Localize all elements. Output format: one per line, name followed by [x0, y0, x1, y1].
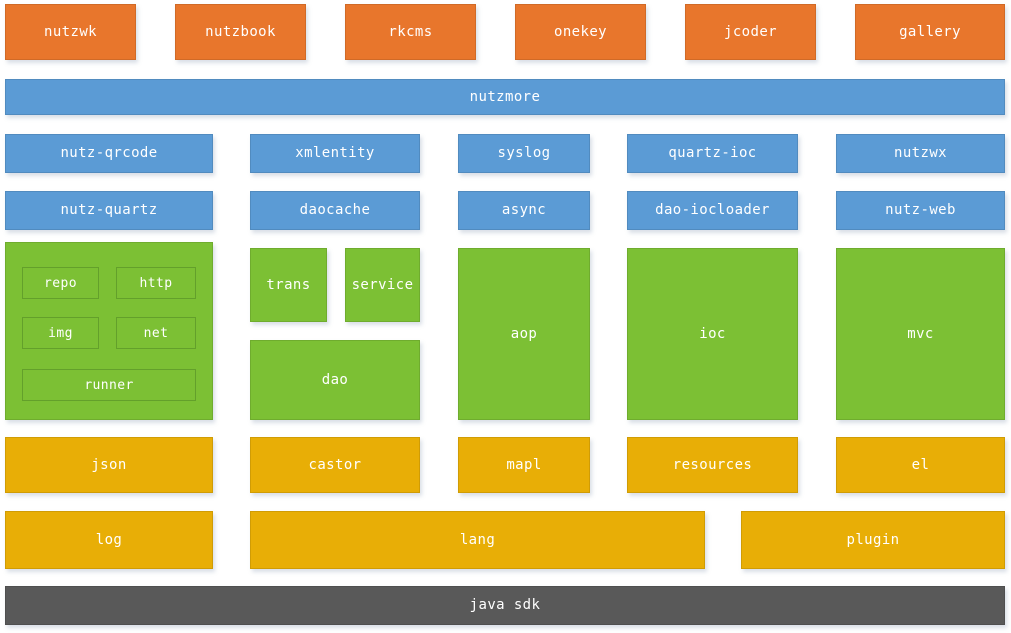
node-lang: lang: [250, 511, 705, 569]
node-net: net: [116, 317, 196, 349]
node-ioc: ioc: [627, 248, 798, 420]
node-nutzwx: nutzwx: [836, 134, 1005, 173]
node-plugin: plugin: [741, 511, 1005, 569]
node-resources: resources: [627, 437, 798, 493]
node-service: service: [345, 248, 420, 322]
node-nutz-web: nutz-web: [836, 191, 1005, 230]
node-gallery: gallery: [855, 4, 1005, 60]
node-mapl: mapl: [458, 437, 590, 493]
node-mvc: mvc: [836, 248, 1005, 420]
node-castor: castor: [250, 437, 420, 493]
node-log: log: [5, 511, 213, 569]
node-xmlentity: xmlentity: [250, 134, 420, 173]
node-nutzwk: nutzwk: [5, 4, 136, 60]
node-daocache: daocache: [250, 191, 420, 230]
node-nutz-quartz: nutz-quartz: [5, 191, 213, 230]
node-quartz-ioc: quartz-ioc: [627, 134, 798, 173]
node-json: json: [5, 437, 213, 493]
node-repo: repo: [22, 267, 99, 299]
node-java-sdk: java sdk: [5, 586, 1005, 625]
node-aop: aop: [458, 248, 590, 420]
node-async: async: [458, 191, 590, 230]
node-dao-iocloader: dao-iocloader: [627, 191, 798, 230]
node-jcoder: jcoder: [685, 4, 816, 60]
node-runner: runner: [22, 369, 196, 401]
node-http: http: [116, 267, 196, 299]
node-syslog: syslog: [458, 134, 590, 173]
node-nutzmore: nutzmore: [5, 79, 1005, 115]
node-dao: dao: [250, 340, 420, 420]
node-rkcms: rkcms: [345, 4, 476, 60]
node-img: img: [22, 317, 99, 349]
node-nutzbook: nutzbook: [175, 4, 306, 60]
node-nutz-qrcode: nutz-qrcode: [5, 134, 213, 173]
node-el: el: [836, 437, 1005, 493]
group-core-toolkit-container: [5, 242, 213, 420]
node-onekey: onekey: [515, 4, 646, 60]
node-trans: trans: [250, 248, 327, 322]
